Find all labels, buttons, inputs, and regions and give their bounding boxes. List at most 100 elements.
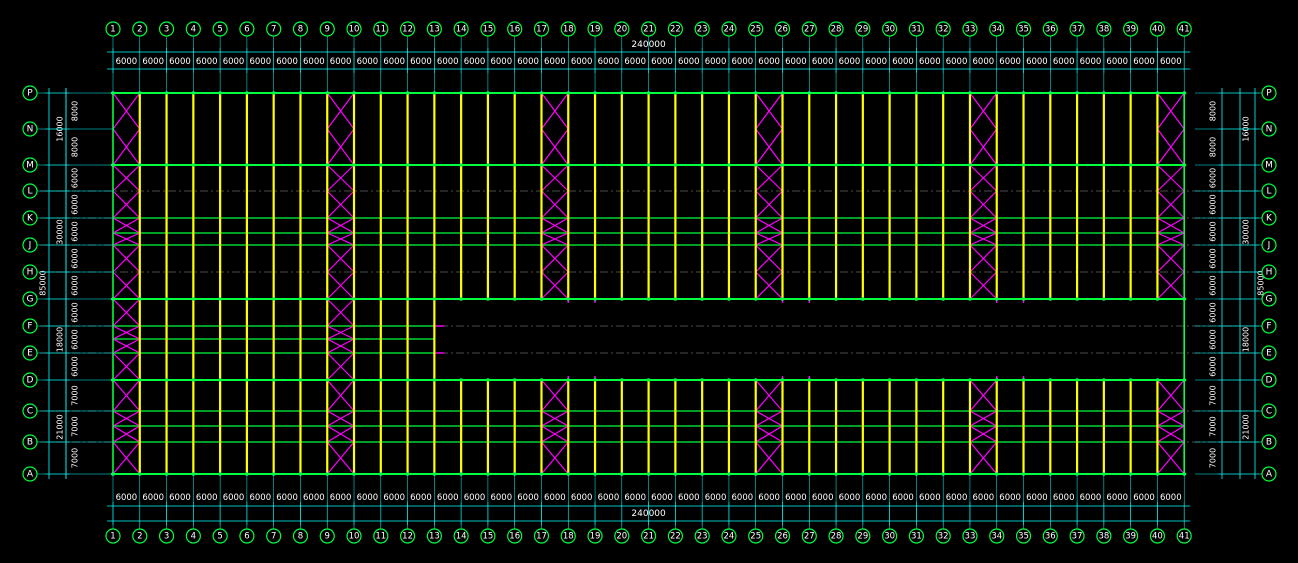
grid-label-5-top: 5 <box>217 25 222 35</box>
grid-label-1-top: 1 <box>110 25 115 35</box>
right-span-4: 6000 <box>1209 221 1218 241</box>
grid-bubble-28-bottom <box>828 528 844 544</box>
bracing-33-1-b <box>969 128 998 166</box>
bottom-bay-dim-7: 6000 <box>303 493 325 503</box>
top-bay-dim-26: 6000 <box>812 57 834 67</box>
right-group-1: 30000 <box>1242 219 1251 244</box>
grid-label-17-top: 17 <box>536 25 547 35</box>
grid-label-25-bottom: 25 <box>750 532 761 542</box>
grid-label-23-top: 23 <box>697 25 708 35</box>
grid-bubble-26-bottom <box>774 528 791 544</box>
row-label-G-right: G <box>1266 295 1273 305</box>
node-39-M <box>1128 163 1133 167</box>
top-bay-dim-37: 6000 <box>1106 57 1128 67</box>
grid-label-22-bottom: 22 <box>670 532 681 542</box>
node-41-D <box>1182 378 1186 382</box>
node-15-D <box>486 378 490 382</box>
bracing-9-1-b <box>326 128 355 166</box>
node-27-D <box>807 378 812 382</box>
top-bay-dim-19: 6000 <box>624 57 646 67</box>
grid-bubble-24-top <box>721 21 737 37</box>
bracing-33-10-b <box>969 425 998 443</box>
row-bubble-M-right <box>1261 157 1277 173</box>
bracing-9-6-b <box>326 244 355 273</box>
left-span-1: 8000 <box>71 137 80 157</box>
bracing-17-2-b <box>541 164 569 192</box>
top-bay-dim-13: 6000 <box>464 57 486 67</box>
node-31-M <box>914 163 919 167</box>
grid-bubble-7-top <box>266 21 282 37</box>
grid-bubble-17-top <box>533 21 550 37</box>
grid-bubble-35-top <box>1015 21 1032 37</box>
row-bubble-J-right <box>1261 237 1277 253</box>
bracing-9-8-b <box>326 379 355 412</box>
left-group-2: 18000 <box>56 327 65 352</box>
bracing-40-9-b <box>1157 410 1185 427</box>
bracing-40-2-b <box>1157 164 1185 192</box>
grid-label-21-top: 21 <box>643 25 654 35</box>
bracing-1-4-b <box>112 217 141 234</box>
grid-label-13-top: 13 <box>429 25 440 35</box>
row-bubble-F-right <box>1261 318 1277 334</box>
grid-bubble-30-bottom <box>882 528 898 544</box>
grid-label-31-top: 31 <box>911 25 922 35</box>
dimension-layer: 6000 6000 6000 6000 6000 6000 6000 6000 6000 6000… <box>39 40 1266 525</box>
node-37-D <box>1075 378 1079 382</box>
node-25-G <box>753 297 758 301</box>
row-bubble-C-right <box>1261 403 1277 419</box>
grid-bubble-12-top <box>399 21 416 37</box>
top-bay-dim-10: 6000 <box>383 57 405 67</box>
right-span-12: 7000 <box>1209 448 1218 468</box>
grid-bubble-2-bottom <box>132 528 148 544</box>
node-40-G <box>1155 297 1160 301</box>
row-label-H-left: H <box>27 268 34 278</box>
grid-bubble-40-top <box>1149 21 1166 37</box>
grid-label-16-top: 16 <box>509 25 520 35</box>
node-26-M <box>780 163 785 167</box>
grid-bubble-36-bottom <box>1042 528 1058 544</box>
grid-label-34-bottom: 34 <box>991 532 1002 542</box>
node-40-D <box>1155 378 1160 382</box>
bracing-9-7-b <box>326 271 355 300</box>
node-22-G <box>673 297 678 301</box>
grid-label-3-top: 3 <box>164 25 169 35</box>
grid-label-26-top: 26 <box>777 25 788 35</box>
grid-bubble-4-bottom <box>185 528 201 544</box>
grid-bubble-20-bottom <box>614 528 630 544</box>
grid-bubble-21-bottom <box>640 528 657 544</box>
grid-label-30-bottom: 30 <box>884 532 895 542</box>
grid-label-17-bottom: 17 <box>536 532 547 542</box>
bottom-bay-dim-19: 6000 <box>624 493 646 503</box>
node-6-G <box>245 297 249 301</box>
node-17-D <box>539 378 544 382</box>
grid-label-layer: 1122334455667788991010111112121313141415… <box>22 21 1277 544</box>
node-4-M <box>191 163 196 167</box>
grid-bubble-28-top <box>828 21 844 37</box>
row-label-E-right: E <box>1266 349 1272 359</box>
grid-bubble-29-bottom <box>855 528 871 544</box>
node-4-D <box>191 378 196 382</box>
bracing-17-3-b <box>541 190 569 219</box>
grid-label-22-top: 22 <box>670 25 681 35</box>
bracing-25-2-b <box>755 164 783 192</box>
grid-label-15-top: 15 <box>483 25 494 35</box>
node-41-G <box>1182 297 1186 301</box>
grid-bubble-22-top <box>667 21 683 37</box>
node-34-D <box>994 378 999 382</box>
node-15-G <box>486 297 490 301</box>
grid-bubble-33-top <box>962 21 978 37</box>
node-33-G <box>968 297 972 301</box>
top-bay-dim-1: 6000 <box>142 57 164 67</box>
top-bay-dim-28: 6000 <box>865 57 887 67</box>
node-39-D <box>1128 378 1133 382</box>
left-span-5: 6000 <box>71 248 80 268</box>
grid-label-4-bottom: 4 <box>191 532 196 542</box>
row-bubble-A-left <box>22 466 38 482</box>
bracing-25-3-b <box>755 190 783 219</box>
bottom-bay-dim-16: 6000 <box>544 493 566 503</box>
node-21-D <box>646 378 651 382</box>
row-bubble-D-right <box>1261 372 1277 388</box>
bracing-1-1-b <box>112 128 141 166</box>
node-38-M <box>1102 163 1106 167</box>
grid-bubble-18-bottom <box>560 528 576 544</box>
